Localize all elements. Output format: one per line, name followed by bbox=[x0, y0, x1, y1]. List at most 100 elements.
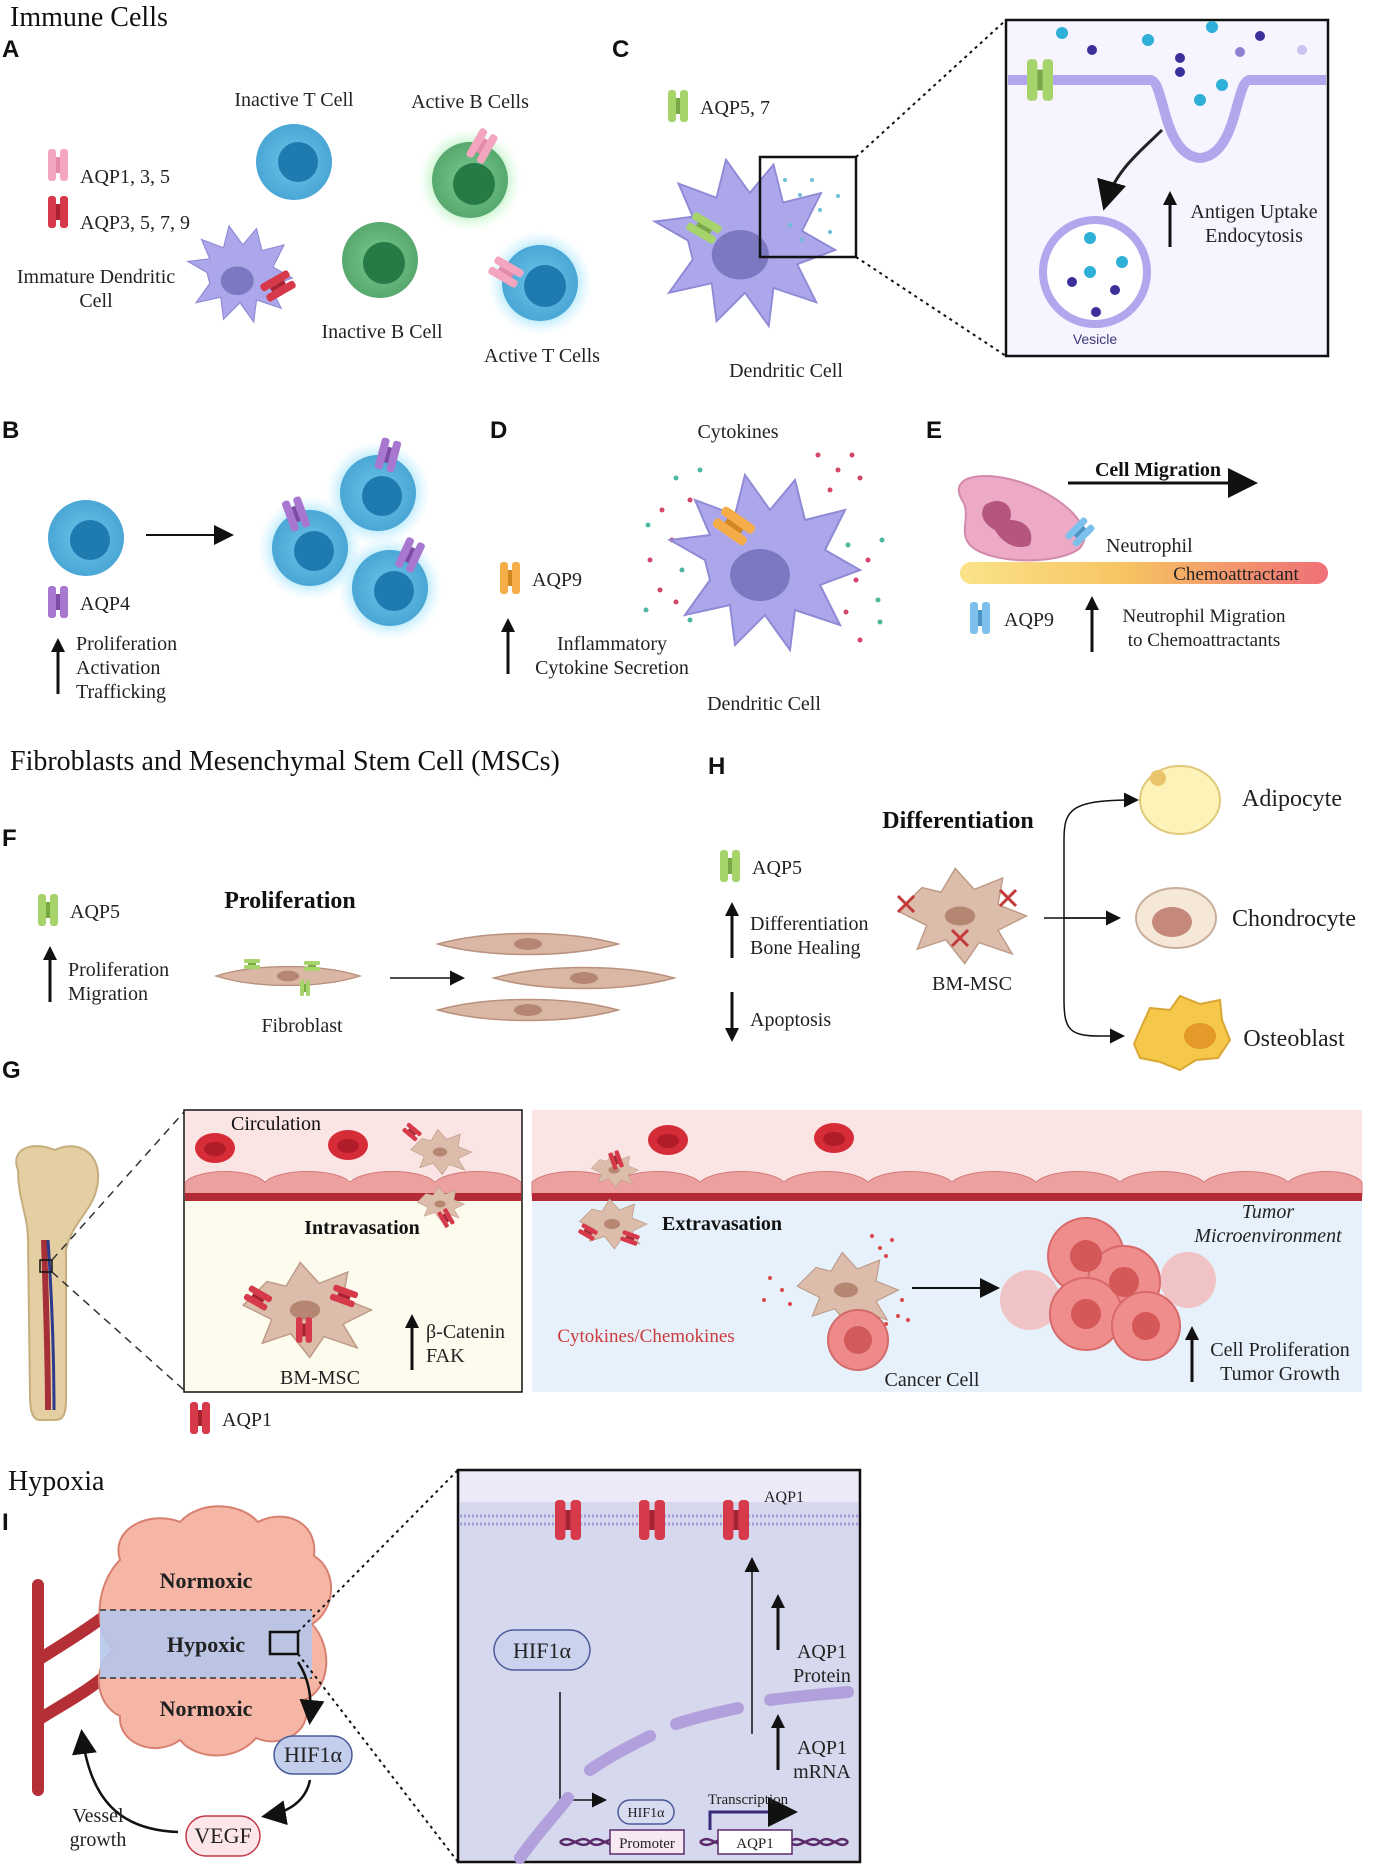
neutrophil-nucleus bbox=[982, 500, 1032, 548]
up-arrow-f bbox=[41, 944, 59, 1004]
legend-aqp4: AQP4 bbox=[80, 593, 130, 615]
panel-letter-h: H bbox=[708, 753, 725, 780]
label-extravasation: Extravasation bbox=[662, 1213, 782, 1235]
aqp3-channel-icon bbox=[48, 196, 68, 228]
rbc-3 bbox=[648, 1125, 688, 1155]
t-cell-after-1-nucleus bbox=[362, 476, 402, 516]
neutrophil bbox=[958, 475, 1086, 562]
hif-arrow bbox=[296, 1661, 325, 1725]
panel-e: Cell Migration Neutrophil Chemoattractan… bbox=[958, 459, 1328, 654]
membrane bbox=[1008, 75, 1326, 164]
antigen-dots-small bbox=[783, 178, 840, 242]
bone-zoom-line-bottom bbox=[51, 1271, 185, 1391]
dendritic-cell-c bbox=[653, 158, 837, 327]
bone-vessel-blue bbox=[46, 1239, 56, 1411]
active-b-nucleus bbox=[453, 163, 495, 205]
down-arrow-h bbox=[723, 990, 741, 1044]
legend-aqp5-7: AQP5, 7 bbox=[700, 97, 770, 119]
label-adipocyte: Adipocyte bbox=[1242, 786, 1342, 812]
t-cell-after-3-nucleus bbox=[374, 571, 414, 611]
up-arrow-e bbox=[1083, 594, 1101, 654]
panel-letter-i: I bbox=[2, 1509, 9, 1536]
adipocyte-nucleus bbox=[1150, 770, 1166, 786]
label-tumor-growth: Tumor Growth bbox=[1220, 1363, 1340, 1385]
label-growth: growth bbox=[70, 1829, 127, 1851]
inactive-t-nucleus bbox=[278, 142, 318, 182]
panel-letter-a: A bbox=[2, 36, 19, 63]
label-immature-dc-line1: Immature Dendritic bbox=[17, 266, 175, 288]
fibroblast-daughter-2 bbox=[493, 966, 675, 990]
label-vegf: VEGF bbox=[194, 1823, 251, 1848]
vegf-pill bbox=[185, 1815, 261, 1857]
panel-c: AQP5, 7 Dendritic Cell Vesicle Antigen U… bbox=[653, 18, 1330, 382]
label-fibroblast: Fibroblast bbox=[261, 1015, 343, 1037]
label-proliferation-b: Proliferation bbox=[76, 633, 177, 655]
osteoblast-nucleus bbox=[1184, 1023, 1216, 1049]
dendritic-cell-d bbox=[669, 474, 861, 651]
label-transcription: Transcription bbox=[708, 1792, 789, 1808]
label-activation: Activation bbox=[76, 657, 160, 679]
label-aqp1-protein-1: AQP1 bbox=[797, 1641, 847, 1663]
rbc-1 bbox=[195, 1133, 235, 1163]
label-endocytosis: Endocytosis bbox=[1205, 225, 1303, 247]
label-to-chemoattractants: to Chemoattractants bbox=[1128, 630, 1280, 651]
aqp5-icon-h bbox=[720, 850, 740, 882]
aqp5-icon-f bbox=[38, 894, 58, 926]
t-cell-after-2-nucleus bbox=[294, 531, 334, 571]
label-chemoattractant: Chemoattractant bbox=[1173, 564, 1299, 585]
label-normoxic-bottom: Normoxic bbox=[160, 1696, 253, 1721]
mrna-strands bbox=[514, 1686, 854, 1864]
legend-aqp1-g: AQP1 bbox=[222, 1409, 272, 1431]
panel-letter-f: F bbox=[2, 825, 17, 852]
hif-pill-small bbox=[273, 1735, 353, 1775]
legend-aqp9-e: AQP9 bbox=[1004, 609, 1054, 631]
label-fak: FAK bbox=[426, 1345, 465, 1367]
aqp9-icon-e bbox=[970, 602, 990, 634]
transcription-arrow bbox=[708, 1797, 798, 1830]
label-aqp1-membrane: AQP1 bbox=[764, 1489, 804, 1506]
label-immature-dc-line2: Cell bbox=[79, 290, 113, 312]
label-proliferation-title: Proliferation bbox=[224, 888, 356, 914]
label-dendritic-cell-d: Dendritic Cell bbox=[707, 693, 821, 715]
legend-aqp9-d: AQP9 bbox=[532, 569, 582, 591]
label-cytokine-secretion: Cytokine Secretion bbox=[535, 657, 689, 679]
label-active-b-cells: Active B Cells bbox=[411, 91, 529, 113]
label-bm-msc-g: BM-MSC bbox=[280, 1367, 360, 1389]
zoom-line-bottom bbox=[855, 256, 1007, 357]
promoter-box bbox=[609, 1829, 685, 1855]
endothelium-right bbox=[531, 1171, 1363, 1197]
label-migration-f: Migration bbox=[68, 983, 148, 1005]
label-differentiation: Differentiation bbox=[750, 913, 868, 935]
label-cell-migration: Cell Migration bbox=[1095, 459, 1221, 481]
label-hypoxic: Hypoxic bbox=[167, 1632, 245, 1657]
label-bm-msc-h: BM-MSC bbox=[932, 973, 1012, 995]
label-hif-small: HIF1α bbox=[284, 1742, 342, 1767]
label-vesicle: Vesicle bbox=[1073, 331, 1118, 347]
label-differentiation-title: Differentiation bbox=[882, 808, 1034, 834]
label-normoxic-top: Normoxic bbox=[160, 1568, 253, 1593]
label-tumor: Tumor bbox=[1242, 1201, 1294, 1223]
rbc-4 bbox=[814, 1123, 854, 1153]
legend-aqp1-3-5: AQP1, 3, 5 bbox=[80, 166, 170, 188]
basement-left bbox=[185, 1193, 521, 1201]
cytokine-dots-g bbox=[762, 1234, 910, 1326]
panel-f: AQP5 Proliferation Migration Proliferati… bbox=[38, 888, 675, 1037]
immature-dendritic-cell bbox=[187, 225, 293, 323]
panel-b: AQP4 Proliferation Activation Traffickin… bbox=[48, 436, 442, 703]
fibroblast bbox=[215, 965, 361, 987]
panel-letter-g: G bbox=[2, 1057, 21, 1084]
panel-letter-d: D bbox=[490, 417, 507, 444]
cancer-cell-nucleus bbox=[844, 1326, 872, 1354]
aqp4-icon bbox=[48, 586, 68, 618]
hif-bound-pill bbox=[617, 1799, 675, 1825]
label-neutrophil-migration: Neutrophil Migration bbox=[1122, 606, 1286, 627]
label-cell-proliferation: Cell Proliferation bbox=[1210, 1339, 1349, 1361]
label-inactive-t-cell: Inactive T Cell bbox=[234, 89, 354, 111]
fibroblast-daughter-1 bbox=[437, 932, 619, 956]
i-zoom-line-bottom bbox=[297, 1653, 459, 1863]
label-bone-healing: Bone Healing bbox=[750, 937, 861, 959]
panel-h: Differentiation AQP5 Differentiation Bon… bbox=[720, 765, 1356, 1072]
legend-aqp5-h: AQP5 bbox=[752, 857, 802, 879]
legend-aqp3-5-7-9: AQP3, 5, 7, 9 bbox=[80, 212, 190, 234]
